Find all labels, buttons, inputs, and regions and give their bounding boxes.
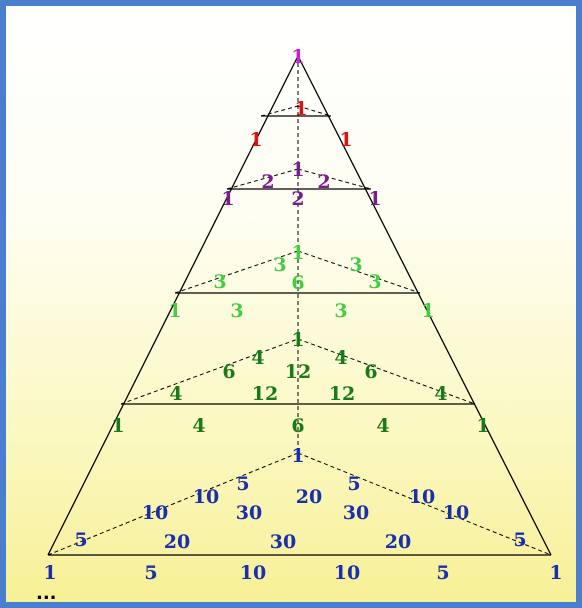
- layer-5-number-16: 5: [144, 562, 157, 584]
- layer-1-number-1: 1: [249, 129, 262, 151]
- layer-1-right-dashed-line: [297, 105, 332, 117]
- pyramid-dashed-edges: [47, 56, 552, 556]
- layer-2-right-dashed-line: [297, 168, 372, 190]
- layer-5-number-4: 20: [296, 486, 322, 508]
- layer-4-number-11: 4: [192, 415, 205, 437]
- layer-2-number-2: 2: [317, 171, 330, 193]
- layer-5-right-dashed-line: [297, 452, 552, 556]
- layer-2-left-dashed-line: [226, 168, 299, 190]
- layer-4-number-13: 4: [376, 415, 389, 437]
- layer-4-number-8: 12: [329, 383, 355, 405]
- layer-4-number-1: 4: [251, 347, 264, 369]
- layer-5-number-20: 1: [549, 562, 562, 584]
- layer-3-right-dashed-line: [297, 250, 421, 294]
- layer-1-number-0: 1: [294, 98, 307, 120]
- layer-3-number-9: 1: [421, 300, 434, 322]
- layer-5-number-15: 1: [43, 562, 56, 584]
- layer-5-number-18: 10: [334, 562, 360, 584]
- layer-4-number-7: 12: [252, 383, 278, 405]
- layer-2-number-1: 2: [261, 171, 274, 193]
- layer-4-number-12: 6: [291, 415, 304, 437]
- layer-5-number-9: 10: [443, 502, 469, 524]
- layer-4-number-0: 1: [291, 329, 304, 351]
- layer-1-left-dashed-line: [260, 105, 299, 117]
- layer-3-number-4: 6: [291, 272, 304, 294]
- layer-5-number-0: 1: [291, 445, 304, 467]
- layer-2-number-4: 2: [291, 188, 304, 210]
- layer-5-number-8: 30: [343, 502, 369, 524]
- layer-5-number-3: 10: [193, 486, 219, 508]
- layer-5-number-1: 5: [236, 473, 249, 495]
- layer-5-number-17: 10: [240, 562, 266, 584]
- layer-3-number-5: 3: [368, 271, 381, 293]
- layer-5-left-dashed-line: [47, 452, 299, 556]
- layer-3-number-3: 3: [213, 271, 226, 293]
- left-edge-line: [47, 55, 299, 556]
- continuation-ellipsis: ...: [36, 583, 57, 602]
- layer-5-number-19: 5: [436, 562, 449, 584]
- layer-3-number-7: 3: [230, 300, 243, 322]
- layer-5-number-2: 5: [347, 473, 360, 495]
- layer-5-number-10: 5: [74, 529, 87, 551]
- layer-4-number-9: 4: [434, 383, 447, 405]
- layer-4-number-3: 6: [222, 361, 235, 383]
- layer-2-number-3: 1: [221, 188, 234, 210]
- layer-4-left-dashed-line: [120, 338, 299, 405]
- layer-3-number-0: 1: [291, 242, 304, 264]
- layer-3-number-6: 1: [168, 300, 181, 322]
- layer-4-right-dashed-line: [297, 338, 476, 405]
- layer-5-number-12: 30: [270, 531, 296, 553]
- layer-2-number-0: 1: [291, 159, 304, 181]
- layer-2-number-5: 1: [368, 188, 381, 210]
- right-edge-line: [297, 55, 552, 556]
- layer-5-number-13: 20: [385, 531, 411, 553]
- layer-5-number-14: 5: [513, 529, 526, 551]
- layer-4-number-10: 1: [111, 415, 124, 437]
- layer-4-number-14: 1: [476, 415, 489, 437]
- layer-4-number-2: 4: [334, 347, 347, 369]
- layer-5-number-7: 30: [236, 502, 262, 524]
- layer-5-number-6: 10: [142, 502, 168, 524]
- layer-3-left-dashed-line: [174, 250, 299, 294]
- layer-3-number-2: 3: [349, 254, 362, 276]
- layer-5-number-11: 20: [164, 531, 190, 553]
- layer-4-number-5: 6: [364, 361, 377, 383]
- layer-4-number-4: 12: [285, 361, 311, 383]
- pyramid-edges: [47, 55, 552, 556]
- layer-5-number-5: 10: [409, 486, 435, 508]
- layer-1-number-2: 1: [339, 129, 352, 151]
- layer-3-number-1: 3: [273, 254, 286, 276]
- layer-0-number-0: 1: [291, 46, 304, 68]
- layer-4-number-6: 4: [169, 383, 182, 405]
- layer-3-number-8: 3: [334, 300, 347, 322]
